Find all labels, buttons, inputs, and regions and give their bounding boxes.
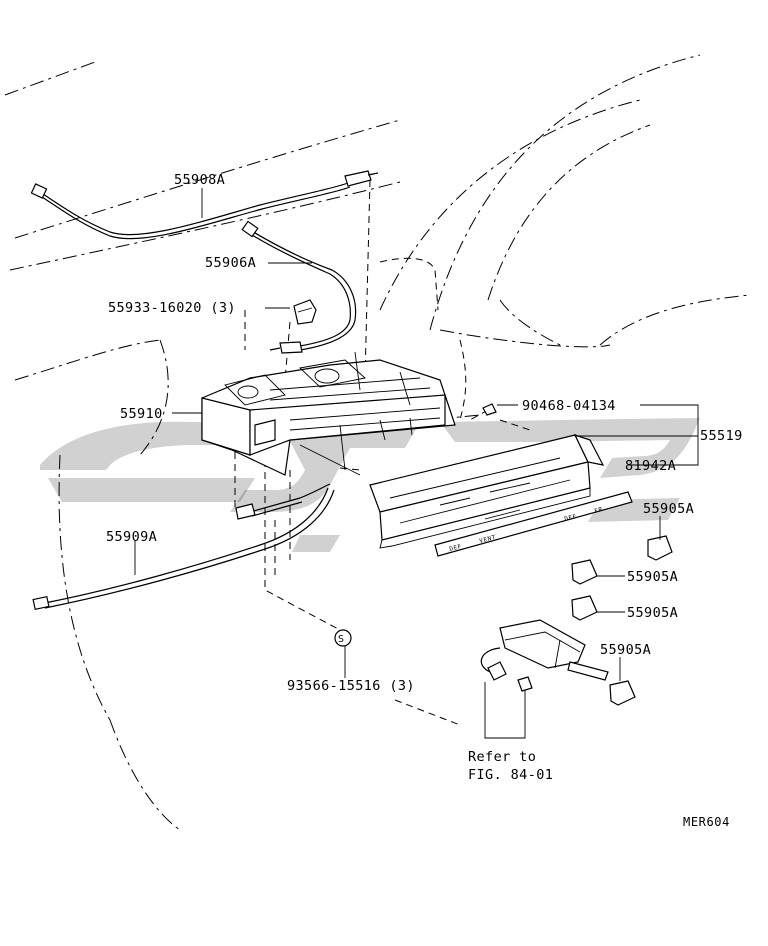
label-plate-81942a: DEF VENT DEF FR [434, 491, 633, 557]
watermark-logo [40, 418, 700, 552]
cable-55909a [32, 483, 335, 611]
blower-switch-assembly [480, 619, 609, 692]
knobs-55905a [571, 535, 673, 706]
cable-55906a [241, 220, 357, 354]
callout-55905a-4: 55905A [600, 642, 651, 658]
callout-81942a: 81942A [625, 458, 676, 474]
callout-55910: 55910 [120, 406, 163, 422]
heater-control-base-55910 [201, 351, 456, 476]
callout-55905a-3: 55905A [627, 605, 678, 621]
leader-lines [134, 188, 699, 739]
callout-55519: 55519 [700, 428, 743, 444]
clip-90468 [482, 403, 497, 416]
screw-symbol-letter: S [338, 634, 345, 645]
control-panel-55519 [369, 433, 605, 549]
diagram-code: MER604 [683, 815, 730, 829]
cable-55908a [30, 170, 379, 240]
callout-labels: 55908A 55906A 55933-16020 (3) 55910 9046… [106, 172, 743, 829]
callout-55905a-1: 55905A [643, 501, 694, 517]
panel-marking-1: DEF [449, 543, 463, 553]
callout-93566: 93566-15516 (3) [287, 678, 415, 694]
vehicle-body-outline [4, 54, 751, 831]
reference-line-2: FIG. 84-01 [468, 767, 553, 783]
reference-line-1: Refer to [468, 749, 536, 765]
clip-55933 [293, 299, 317, 325]
callout-55933: 55933-16020 (3) [108, 300, 236, 316]
panel-marking-4: FR [594, 506, 604, 515]
callout-55906a: 55906A [205, 255, 256, 271]
callout-55908a: 55908A [174, 172, 225, 188]
assembly-dashed-lines [234, 179, 531, 726]
screw-symbol: S [334, 629, 352, 647]
callout-55905a-2: 55905A [627, 569, 678, 585]
panel-marking-2: VENT [479, 534, 497, 545]
callout-90468: 90468-04134 [522, 398, 616, 414]
panel-marking-3: DEF [564, 513, 578, 523]
callout-55909a: 55909A [106, 529, 157, 545]
